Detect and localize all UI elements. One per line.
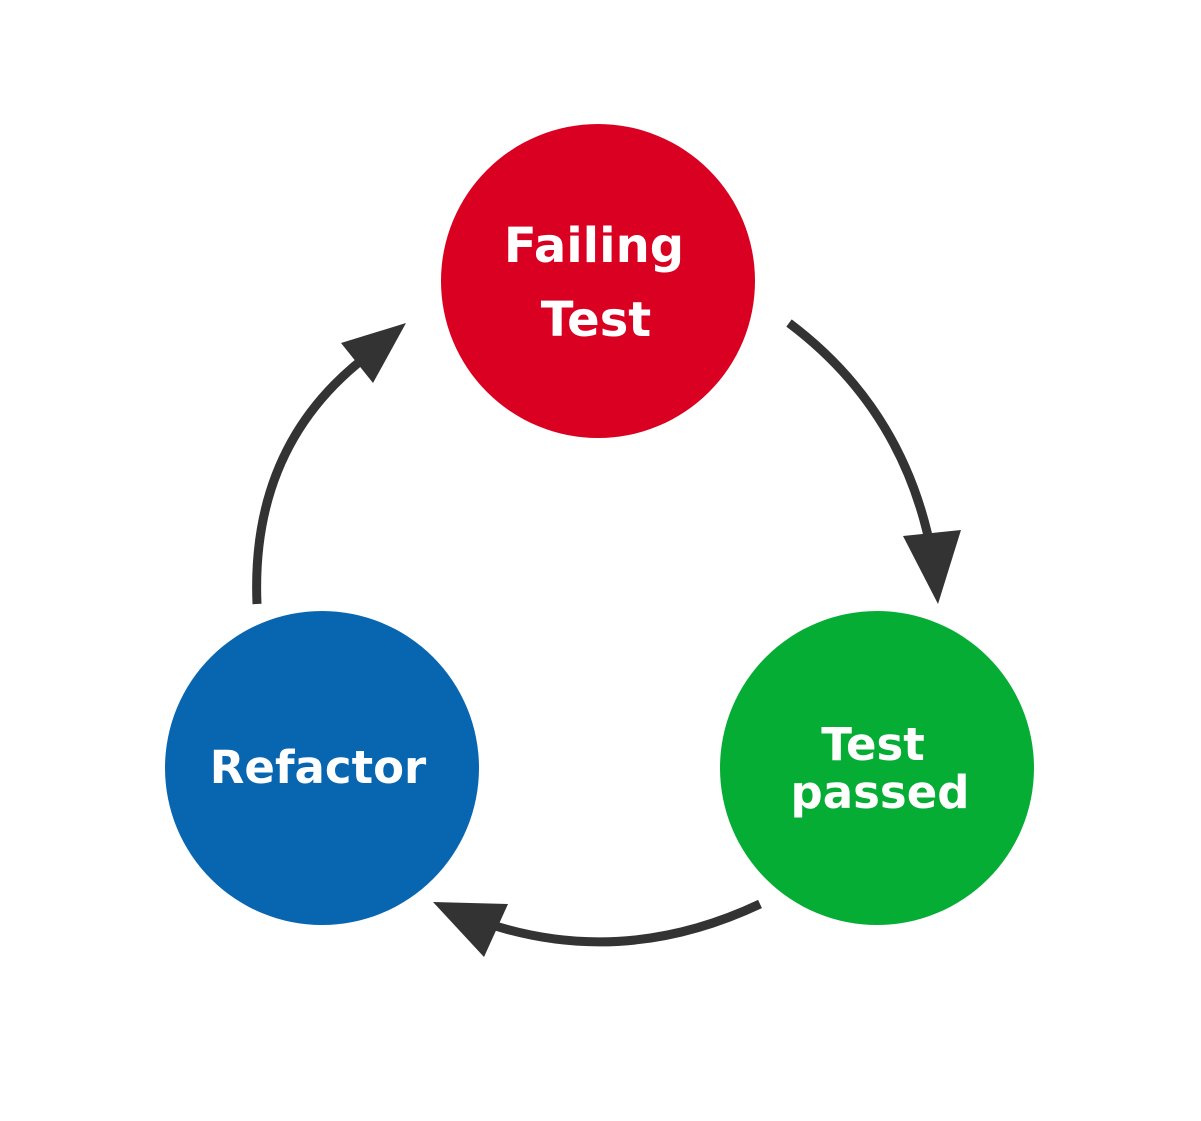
arrow-passed-to-refactor-head (433, 902, 508, 957)
failing-test-circle (441, 124, 755, 438)
arrow-passed-to-refactor-line (478, 899, 762, 947)
failing-test-label-line-2: Test (541, 292, 651, 348)
refactor-label: Refactor (210, 741, 427, 794)
test-passed-label-line-2: passed (791, 766, 970, 819)
edge-refactor-to-failing (252, 323, 406, 605)
arrow-refactor-to-failing-head (341, 323, 406, 383)
edge-failing-to-passed (786, 319, 961, 604)
refactor-circle (165, 611, 479, 925)
test-passed-circle (720, 611, 1034, 925)
node-failing-test: Failing Test (441, 124, 755, 438)
arrow-failing-to-passed-head (903, 530, 961, 604)
failing-test-label-line-1: Failing (504, 218, 684, 274)
test-passed-label-line-1: Test (821, 718, 925, 771)
node-refactor: Refactor (165, 611, 479, 925)
arrow-failing-to-passed-line (786, 319, 937, 556)
node-test-passed: Test passed (720, 611, 1034, 925)
edge-passed-to-refactor (433, 899, 762, 957)
arrow-refactor-to-failing-line (252, 346, 378, 605)
